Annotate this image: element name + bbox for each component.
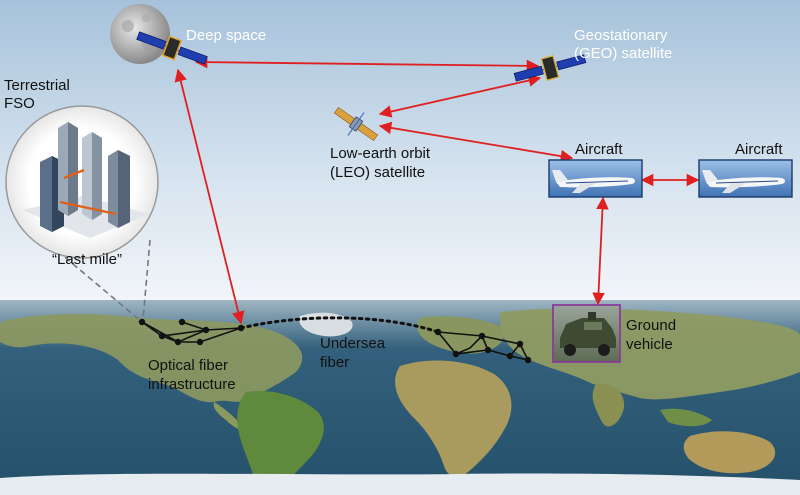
label-ground-vehicle: Ground vehicle <box>626 317 680 353</box>
label-undersea-fiber: Undersea fiber <box>320 335 389 371</box>
link-leo-aircraft <box>378 121 574 163</box>
label-geo: Geostationary (GEO) satellite <box>574 27 672 62</box>
aircraft-2-icon <box>698 159 793 198</box>
moon-with-satellite-icon <box>110 4 208 65</box>
undersea-fiber-link <box>239 316 440 334</box>
link-deepspace-fiber <box>174 68 245 325</box>
terrestrial-fso-icon <box>5 105 159 259</box>
geo-satellite-icon <box>513 54 587 82</box>
label-terrestrial: Terrestrial FSO <box>4 77 74 112</box>
label-aircraft-1: Aircraft <box>575 141 623 158</box>
fso-links <box>174 55 700 325</box>
link-aircraft-ground <box>592 196 609 306</box>
label-aircraft-2: Aircraft <box>735 141 783 158</box>
link-deepspace-geo <box>194 55 540 73</box>
aircraft-1-icon <box>548 159 643 198</box>
leo-satellite-icon <box>333 106 379 142</box>
link-geo-leo <box>378 74 542 118</box>
label-leo: Low-earth orbit (LEO) satellite <box>330 145 434 181</box>
label-optical-fiber: Optical fiber infrastructure <box>148 357 236 393</box>
label-last-mile: “Last mile” <box>52 251 122 268</box>
military-truck-icon <box>552 304 621 363</box>
diagram-labels: Terrestrial FSO “Last mile” Deep space G… <box>4 27 783 393</box>
fiber-nodes-europe <box>434 328 532 364</box>
label-deep-space: Deep space <box>186 27 266 44</box>
